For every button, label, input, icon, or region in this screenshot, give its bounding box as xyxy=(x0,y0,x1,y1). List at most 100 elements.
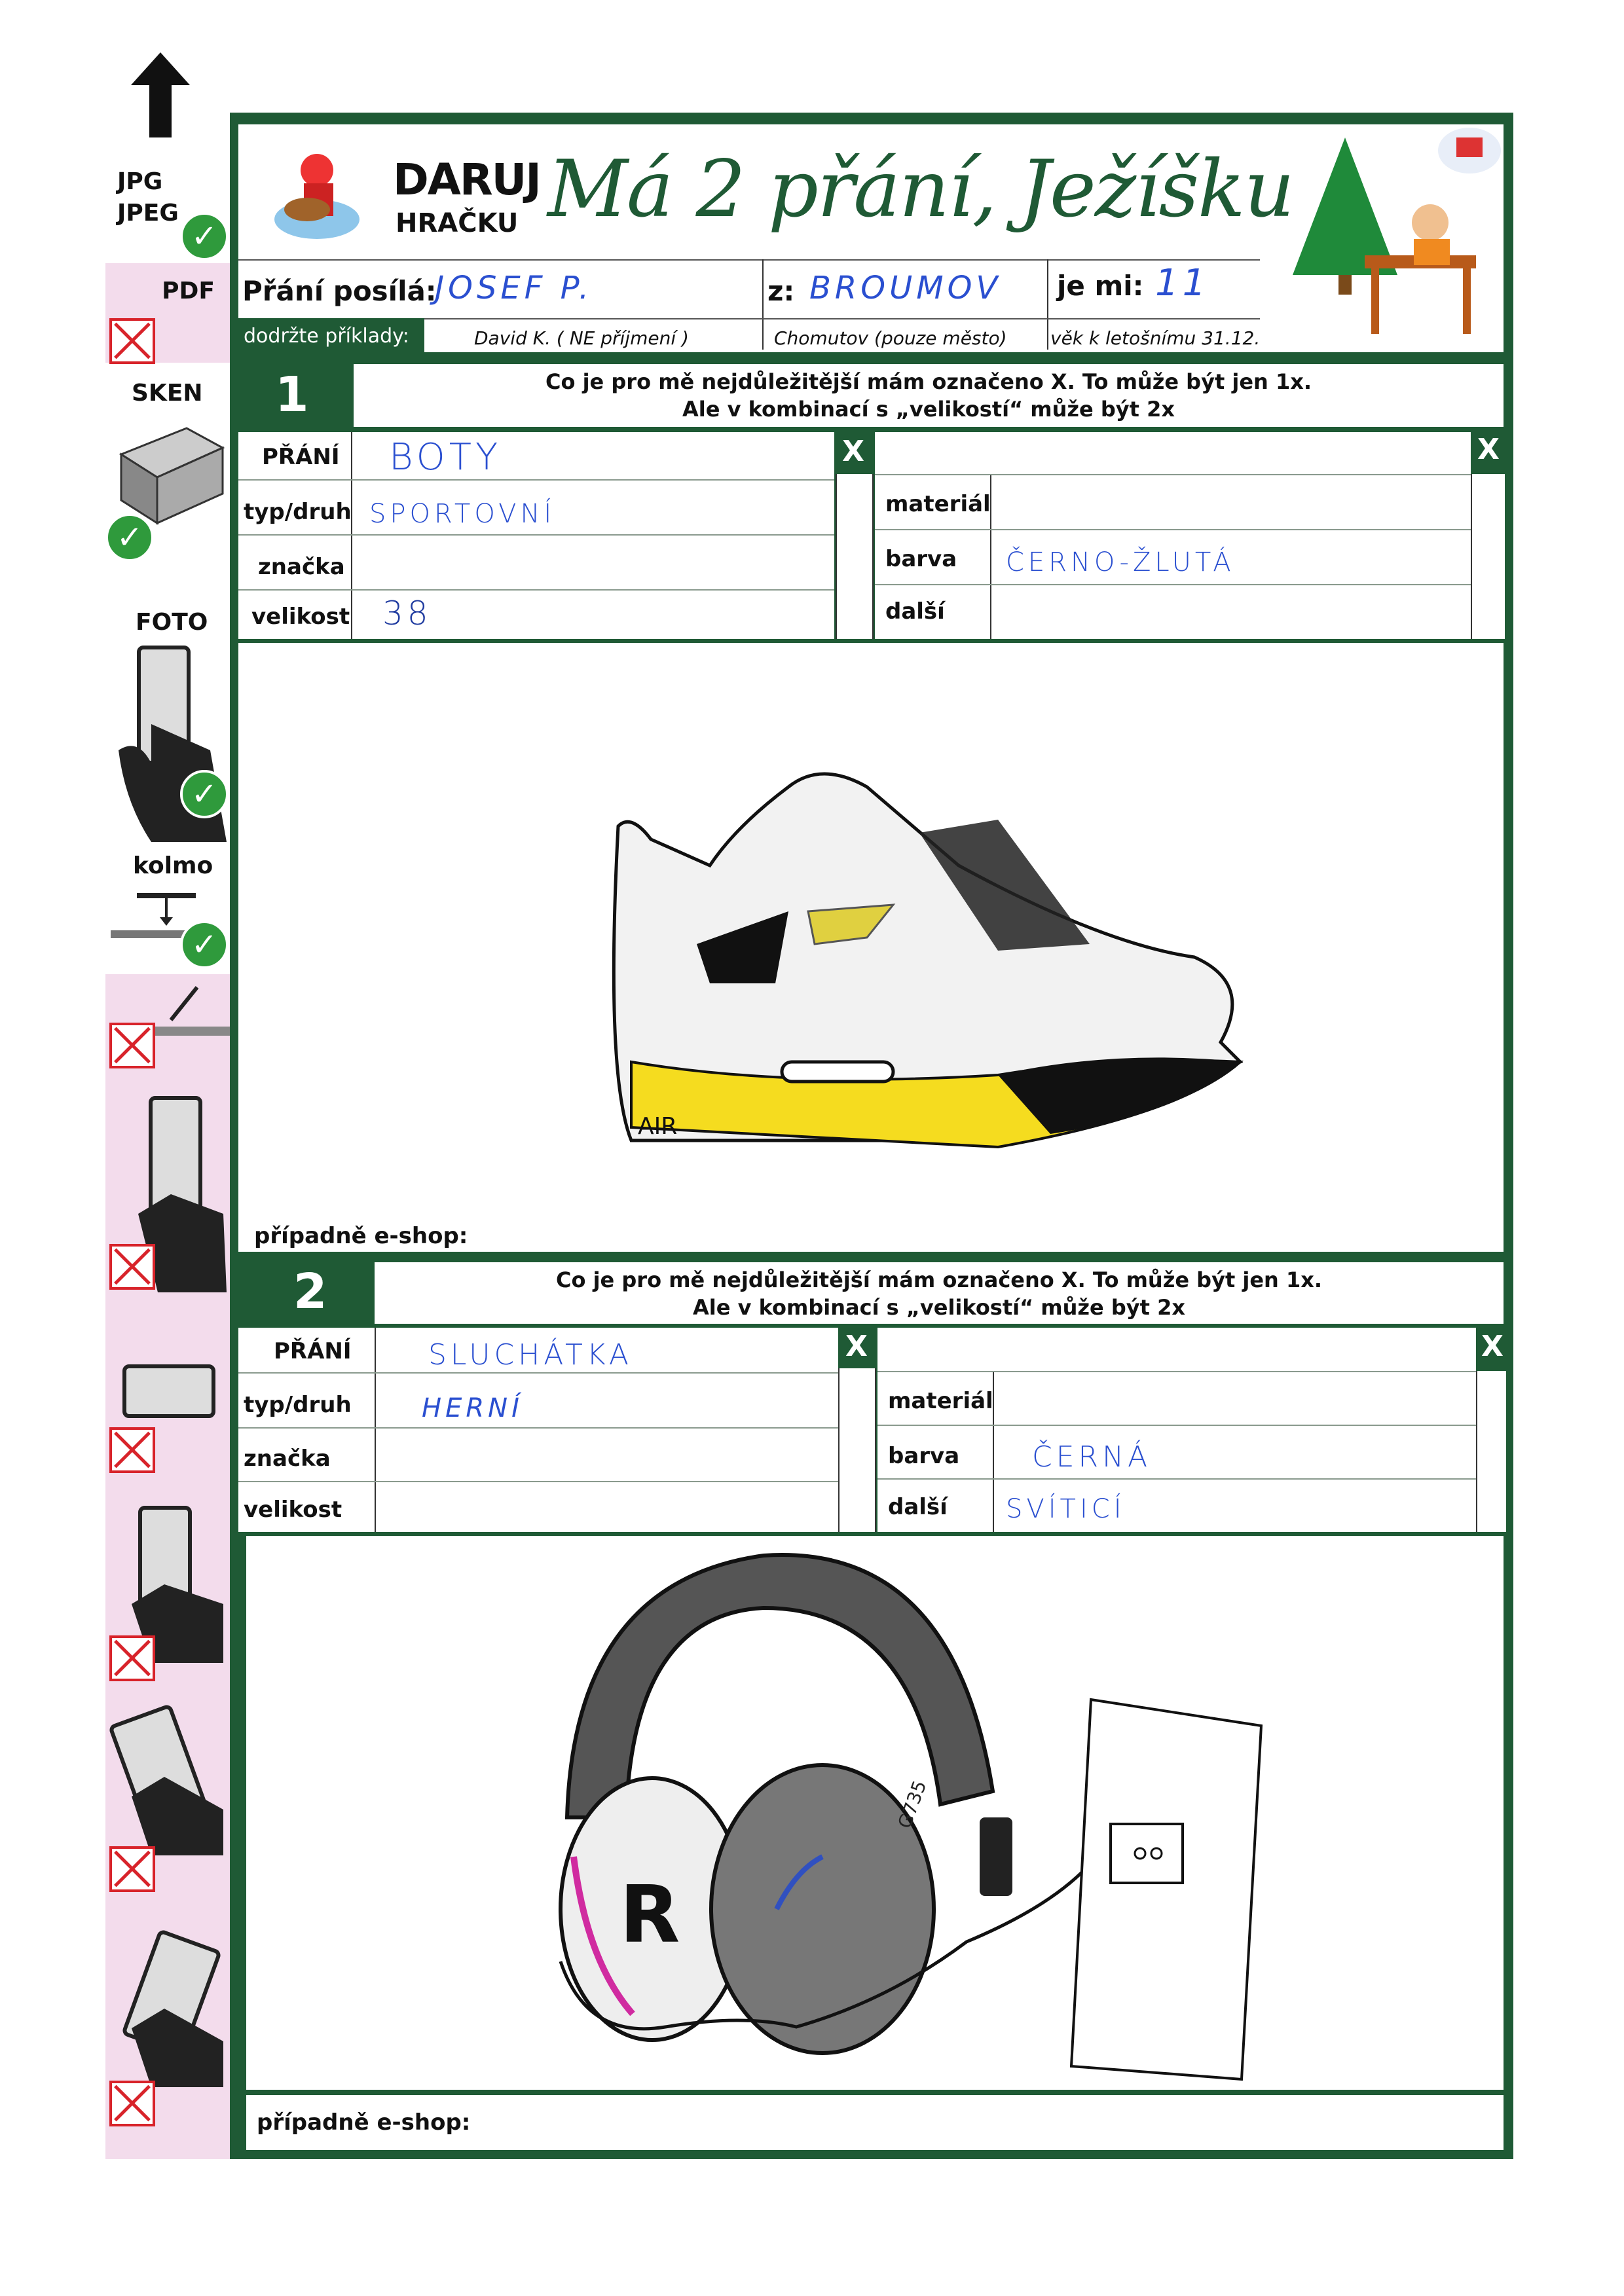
material-label: materiál xyxy=(885,491,991,517)
sidebar-item-angled xyxy=(105,974,234,1070)
sender-value[interactable]: JOSEF P. xyxy=(435,270,593,306)
air-text: AIR xyxy=(638,1113,677,1140)
other-value[interactable]: SVÍTICÍ xyxy=(1006,1494,1126,1524)
svg-text:R: R xyxy=(619,1870,680,1961)
form-header: DARUJ HRAČKU Má 2 přání, Ježíšku Přání p… xyxy=(238,124,1504,352)
sidebar-item-pdf: PDF xyxy=(105,263,234,364)
sidebar-item-tilted xyxy=(105,1692,234,1904)
wish-number: 2 xyxy=(293,1264,327,1320)
sidebar-item-tilted-2 xyxy=(105,1904,234,2159)
phone-icon xyxy=(149,1096,202,1215)
brand-label: značka xyxy=(258,554,345,580)
red-x-icon xyxy=(109,1427,155,1473)
instruction-line-2: Ale v kombinací s „velikostí“ může být 2… xyxy=(693,1295,1185,1320)
scan-label: SKEN xyxy=(132,380,203,407)
wish-table-right: materiál barva další ČERNO-ŽLUTÁ xyxy=(875,432,1504,639)
pdf-label: PDF xyxy=(162,278,215,304)
jpeg-label: JPEG xyxy=(117,200,179,227)
perpendicular-label: kolmo xyxy=(133,852,213,879)
eshop-label[interactable]: případně e-shop: xyxy=(257,2109,471,2136)
from-label: z: xyxy=(767,275,795,307)
color-value[interactable]: ČERNÁ xyxy=(1032,1440,1152,1474)
age-label: je mi: xyxy=(1057,270,1144,302)
sidebar-item-photo-of-paper xyxy=(105,1070,234,1325)
example-name: David K. ( NE příjmení ) xyxy=(474,327,689,349)
logo-daruj: DARUJ xyxy=(393,155,542,205)
sidebar-item-jpg: JPG JPEG ✓ xyxy=(105,147,234,263)
wish-value[interactable]: BOTY xyxy=(389,436,502,479)
angled-photo-icon xyxy=(145,986,230,1036)
instruction-line-2: Ale v kombinací s „velikostí“ může být 2… xyxy=(682,397,1175,422)
brand-label: značka xyxy=(244,1446,331,1472)
examples-label: dodržte příklady: xyxy=(244,325,409,348)
divider xyxy=(424,318,1260,319)
type-label: typ/druh xyxy=(244,499,352,525)
wish-table-left: PŘÁNÍ typ/druh značka velikost SLUCHÁTKA… xyxy=(238,1328,838,1532)
from-value[interactable]: BROUMOV xyxy=(809,270,1002,306)
priority-x-right[interactable]: X xyxy=(1471,427,1506,473)
sidebar-item-screen xyxy=(105,1486,234,1692)
sidebar-item-photo: FOTO ✓ xyxy=(105,593,234,842)
priority-column-right[interactable] xyxy=(1476,1371,1506,1532)
size-label: velikost xyxy=(244,1497,342,1523)
example-city: Chomutov (pouze město) xyxy=(774,327,1007,349)
divider xyxy=(238,259,1260,261)
drawing-area-2: R G735 xyxy=(246,1536,1504,2090)
size-value[interactable]: 38 xyxy=(382,594,432,632)
red-x-icon xyxy=(109,1635,155,1681)
priority-x-left[interactable]: X xyxy=(834,429,872,474)
scanner-icon xyxy=(119,427,225,525)
sender-label: Přání posílá: xyxy=(242,275,437,307)
material-label: materiál xyxy=(888,1388,993,1414)
examples-label-bg xyxy=(238,318,424,352)
wish-table-right: materiál barva další ČERNÁ SVÍTICÍ xyxy=(877,1328,1506,1532)
other-label: další xyxy=(888,1494,948,1520)
sneaker-drawing: AIR xyxy=(612,772,1244,1149)
red-x-icon xyxy=(109,318,155,364)
check-icon: ✓ xyxy=(180,770,229,818)
christmas-tree-child-illustration xyxy=(1293,128,1501,334)
priority-column-left[interactable] xyxy=(838,1368,876,1532)
santa-logo-icon xyxy=(274,154,360,239)
sidebar-item-perpendicular: kolmo ✓ xyxy=(105,842,234,974)
divider xyxy=(762,259,764,350)
other-label: další xyxy=(885,598,945,625)
sidebar-item-landscape xyxy=(105,1325,234,1486)
wish-value[interactable]: SLUCHÁTKA xyxy=(428,1338,633,1372)
color-label: barva xyxy=(885,546,957,572)
color-value[interactable]: ČERNO-ŽLUTÁ xyxy=(1006,547,1235,577)
arrow-up-icon xyxy=(131,52,190,137)
check-icon: ✓ xyxy=(180,212,229,261)
hand-icon xyxy=(132,2009,223,2087)
type-value[interactable]: SPORTOVNÍ xyxy=(369,499,556,529)
check-icon: ✓ xyxy=(180,920,229,969)
priority-x-right[interactable]: X xyxy=(1476,1325,1509,1368)
jpg-label: JPG xyxy=(117,168,163,195)
hand-icon xyxy=(132,1777,223,1855)
red-x-icon xyxy=(109,1244,155,1290)
type-label: typ/druh xyxy=(244,1392,352,1418)
wish-label: PŘÁNÍ xyxy=(274,1338,352,1364)
eshop-label: případně e-shop: xyxy=(254,1223,468,1249)
red-x-icon xyxy=(109,1846,155,1892)
age-value[interactable]: 11 xyxy=(1155,262,1210,304)
type-value[interactable]: HERNÍ xyxy=(422,1393,523,1423)
instruction-line-1: Co je pro mě nejdůležitější mám označeno… xyxy=(555,1267,1323,1292)
logo-hracku: HRAČKU xyxy=(396,208,519,238)
drawing-area-1: AIR případně e-shop: xyxy=(238,643,1504,1252)
size-label: velikost xyxy=(251,604,350,630)
wish-label: PŘÁNÍ xyxy=(262,444,340,470)
red-x-icon xyxy=(109,1023,155,1068)
priority-column-right[interactable] xyxy=(1471,474,1505,639)
sidebar-item-scan: SKEN ✓ xyxy=(105,363,234,593)
eshop-row: případně e-shop: xyxy=(246,2095,1504,2150)
wish-table-left: PŘÁNÍ typ/druh značka velikost BOTY SPOR… xyxy=(238,432,834,639)
priority-x-left[interactable]: X xyxy=(838,1325,875,1368)
page-title: Má 2 přání, Ježíšku xyxy=(547,144,1295,235)
priority-column-left[interactable] xyxy=(836,474,874,639)
instructions-box: Co je pro mě nejdůležitější mám označeno… xyxy=(375,1262,1504,1324)
instructions-box: Co je pro mě nejdůležitější mám označeno… xyxy=(354,364,1504,427)
instruction-line-1: Co je pro mě nejdůležitější mám označeno… xyxy=(545,369,1312,394)
wish-number: 1 xyxy=(275,367,309,423)
